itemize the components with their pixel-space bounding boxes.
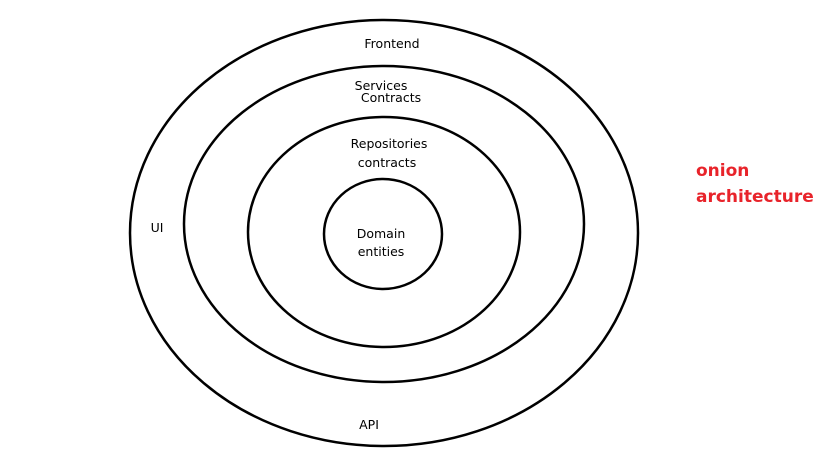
core-layer-ring — [322, 177, 444, 291]
api-label: API — [359, 417, 379, 432]
repositories-label: Repositories — [351, 136, 428, 151]
ui-label: UI — [151, 220, 164, 235]
title-architecture: architecture — [696, 187, 814, 207]
outer-layer-ring — [128, 18, 640, 448]
title-onion: onion — [696, 161, 749, 181]
services-contracts-label: Contracts — [361, 90, 421, 105]
entities-label: entities — [358, 244, 405, 259]
services-layer-ring — [182, 64, 586, 384]
domain-label: Domain — [357, 226, 406, 241]
repositories-layer-ring — [246, 115, 522, 349]
repositories-contracts-label: contracts — [358, 155, 416, 170]
frontend-label: Frontend — [364, 36, 419, 51]
services-label: Services — [355, 78, 408, 93]
